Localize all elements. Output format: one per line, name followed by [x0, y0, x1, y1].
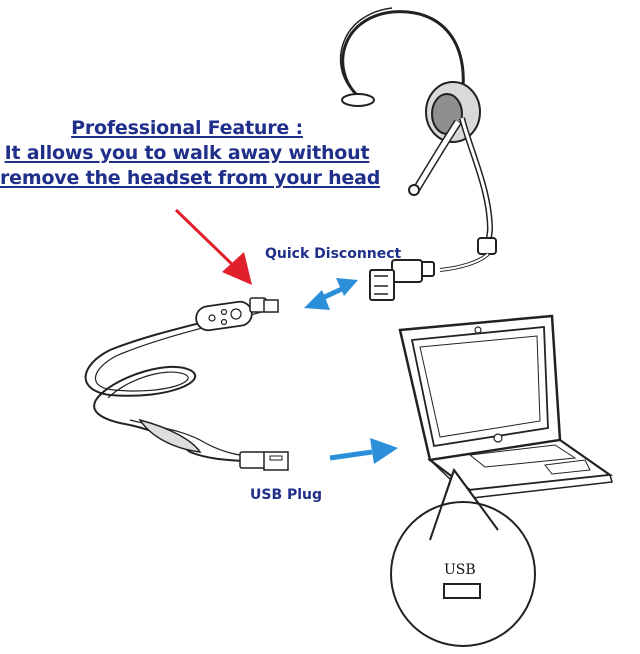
- red-pointer-arrow: [174, 208, 252, 285]
- usb-plug-label: USB Plug: [250, 487, 323, 503]
- feature-title: Professional Feature :: [71, 117, 303, 139]
- laptop-illustration: [398, 314, 614, 499]
- usb-port-label: USB: [444, 562, 476, 578]
- feature-description-line-1: It allows you to walk away without: [4, 142, 370, 164]
- professional-feature-text: Professional Feature : It allows you to …: [0, 116, 381, 191]
- usb-cable-illustration: [84, 297, 289, 471]
- usb-port-callout: [390, 467, 536, 647]
- blue-double-arrow: [304, 278, 358, 310]
- feature-description-line-2: remove the headset from your head: [0, 167, 381, 189]
- headset-illustration: [339, 7, 497, 301]
- blue-right-arrow: [329, 438, 398, 464]
- usb-port-icon: [443, 583, 481, 599]
- quick-disconnect-label: Quick Disconnect: [265, 246, 402, 262]
